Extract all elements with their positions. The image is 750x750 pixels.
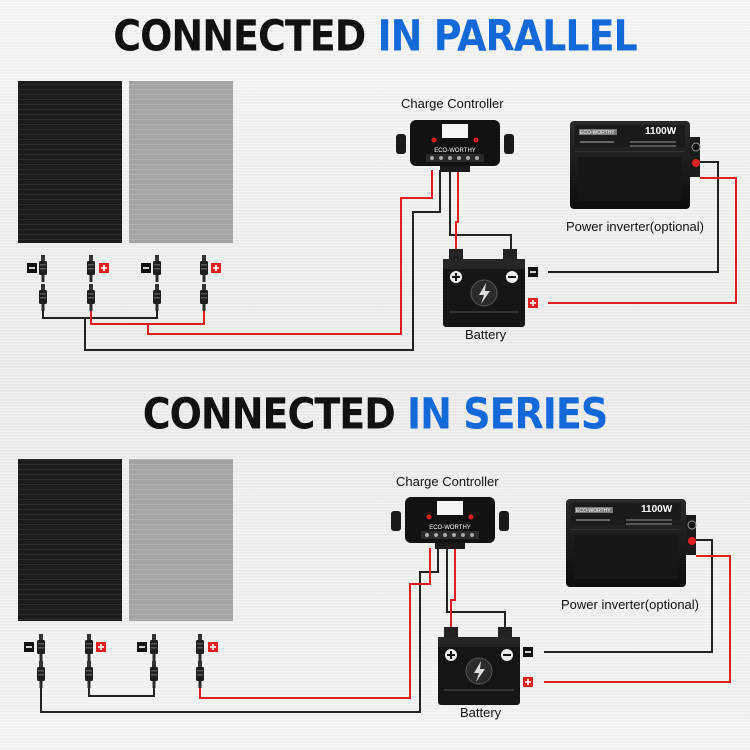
series-diagram: ECO-WORTHY 1100W ECO-WORTHY: [18, 459, 731, 713]
battery-icon: [437, 626, 521, 706]
plus-sign-icon: [208, 642, 218, 652]
mc4-connector-icon: [39, 284, 47, 311]
inverter-model: 1100W: [641, 504, 673, 515]
plus-sign-icon: [96, 642, 106, 652]
parallel-title-part2: IN PARALLEL: [377, 11, 638, 61]
parallel-charge-controller-label: Charge Controller: [401, 96, 504, 111]
mc4-connector-icon: [196, 634, 204, 661]
mc4-connector-icon: [85, 634, 93, 661]
series-title-part1: CONNECTED: [142, 389, 396, 439]
mc4-connector-icon: [37, 634, 45, 661]
minus-sign-icon: [24, 642, 34, 652]
series-inverter-label: Power inverter(optional): [561, 597, 700, 612]
plus-sign-icon: [99, 263, 109, 273]
parallel-inverter-label: Power inverter(optional): [566, 219, 705, 234]
plus-sign-icon: [211, 263, 221, 273]
mc4-connector-icon: [150, 634, 158, 661]
plus-sign-icon: [528, 298, 538, 308]
battery-icon: [442, 248, 526, 328]
plus-sign-icon: [523, 677, 533, 687]
controller-brand: ECO-WORTHY: [429, 525, 471, 531]
series-battery-label: Battery: [460, 705, 502, 720]
solar-panel-black: [18, 81, 122, 243]
mc4-connector-icon: [153, 255, 161, 282]
parallel-diagram: ECO-WORTHY 1100W ECO-WORTHY: [18, 81, 737, 351]
minus-sign-icon: [141, 263, 151, 273]
inverter-model: 1100W: [645, 126, 677, 137]
series-title: CONNECTED IN SERIES: [0, 389, 750, 438]
parallel-title: CONNECTED IN PARALLEL: [0, 11, 750, 60]
inverter-brand: ECO-WORTHY: [580, 130, 615, 136]
minus-sign-icon: [528, 267, 538, 277]
mc4-connector-icon: [87, 284, 95, 311]
charge-controller: [396, 120, 514, 172]
charge-controller: [391, 497, 509, 549]
inverter-brand: ECO-WORTHY: [576, 508, 611, 514]
mc4-connector-icon: [150, 661, 158, 688]
parallel-title-part1: CONNECTED: [113, 11, 366, 61]
mc4-connector-icon: [37, 661, 45, 688]
mc4-connector-icon: [39, 255, 47, 282]
series-title-part2: IN SERIES: [407, 389, 608, 439]
minus-sign-icon: [27, 263, 37, 273]
series-charge-controller-label: Charge Controller: [396, 474, 499, 489]
solar-panel-silver: [129, 459, 233, 621]
mc4-connector-icon: [87, 255, 95, 282]
solar-panel-silver: [129, 81, 233, 243]
parallel-battery-label: Battery: [465, 327, 507, 342]
mc4-connector-icon: [153, 284, 161, 311]
mc4-connector-icon: [200, 255, 208, 282]
mc4-connector-icon: [196, 661, 204, 688]
controller-brand: ECO-WORTHY: [434, 148, 476, 154]
solar-panel-black: [18, 459, 122, 621]
mc4-connector-icon: [200, 284, 208, 311]
minus-sign-icon: [137, 642, 147, 652]
minus-sign-icon: [523, 647, 533, 657]
mc4-connector-icon: [85, 661, 93, 688]
